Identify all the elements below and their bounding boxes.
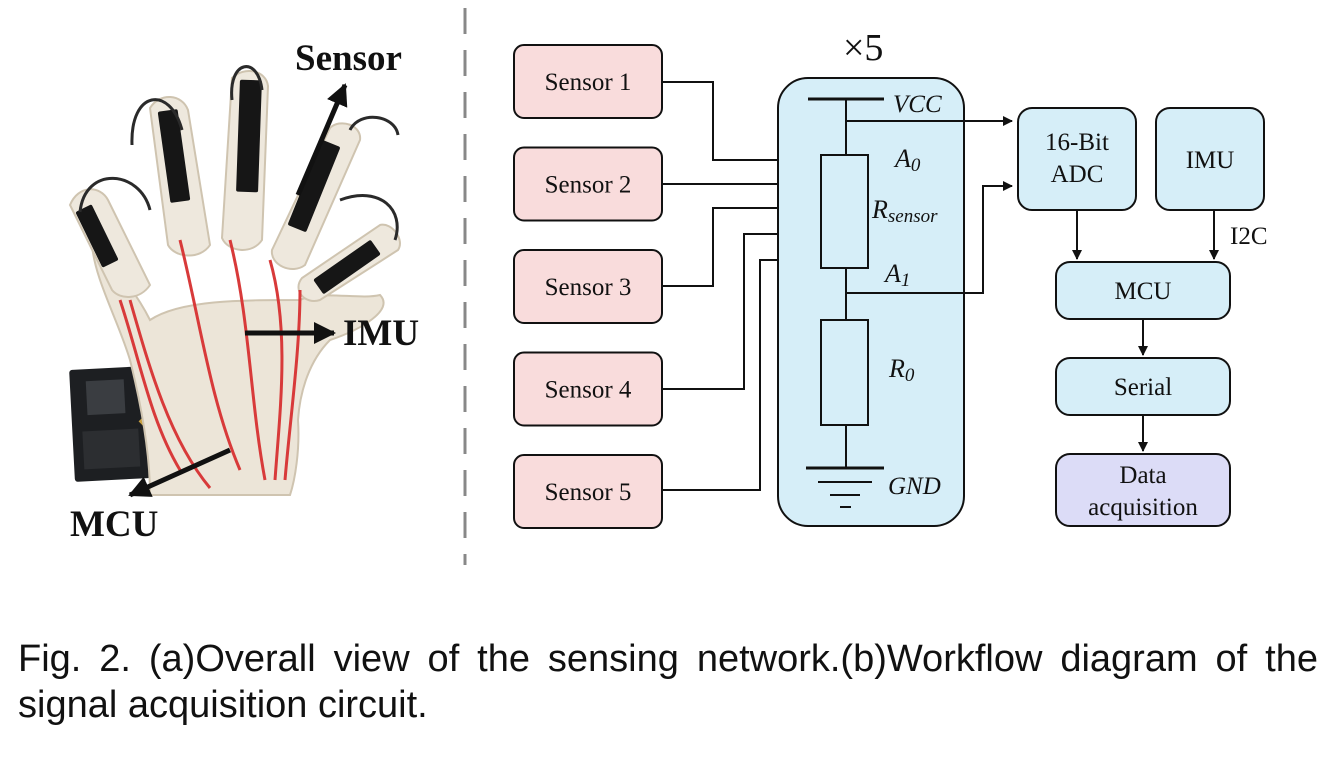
gnd-label: GND bbox=[888, 473, 941, 500]
rsensor-sub: sensor bbox=[888, 206, 938, 227]
a0-label: A0 bbox=[893, 144, 921, 176]
a1-to-adc-line bbox=[846, 181, 1013, 294]
sensor-box-label-4: Sensor 4 bbox=[545, 377, 632, 404]
i2c-label: I2C bbox=[1230, 223, 1268, 250]
serial-block-label: Serial bbox=[1114, 374, 1172, 401]
r0-main: R bbox=[888, 354, 905, 383]
a0-sub: 0 bbox=[911, 155, 921, 176]
data-acquisition-block bbox=[1055, 453, 1231, 527]
data-acquisition-label-line1: Data bbox=[1119, 462, 1166, 489]
sensor-callout-arrow bbox=[295, 83, 348, 196]
imu-block-label: IMU bbox=[1186, 147, 1235, 174]
imu-callout-label: IMU bbox=[343, 313, 419, 354]
imu-block bbox=[1155, 107, 1265, 211]
sensor-box-label-5: Sensor 5 bbox=[545, 479, 632, 506]
adc-block bbox=[1017, 107, 1137, 211]
r0-sub: 0 bbox=[905, 365, 915, 386]
vcc-label: VCC bbox=[893, 91, 942, 118]
a1-label: A1 bbox=[883, 259, 910, 291]
sensor-1-line bbox=[662, 81, 818, 165]
a1-main: A bbox=[883, 259, 901, 288]
figure-caption: Fig. 2. (a)Overall view of the sensing n… bbox=[18, 638, 1318, 726]
r0-label: R0 bbox=[888, 354, 915, 386]
sensor-callout-label: Sensor bbox=[295, 38, 402, 79]
mcu-callout-label: MCU bbox=[70, 504, 158, 545]
r0-resistor bbox=[820, 319, 869, 426]
a0-main: A bbox=[893, 144, 911, 173]
sensor-3-line bbox=[662, 203, 818, 287]
mcu-block-label: MCU bbox=[1115, 278, 1172, 305]
rsensor-label: Rsensor bbox=[871, 195, 938, 227]
adc-label-line2: ADC bbox=[1051, 161, 1104, 188]
sensor-boxes: Sensor 1 Sensor 2 Sensor 3 Sensor 4 Sensor 5 bbox=[513, 44, 663, 529]
circuit-container bbox=[777, 77, 965, 527]
rsensor-main: R bbox=[871, 195, 888, 224]
finger-sensors bbox=[75, 79, 381, 294]
sensor-box-label-1: Sensor 1 bbox=[545, 69, 632, 96]
rsensor-resistor bbox=[820, 154, 869, 269]
sensor-box-label-3: Sensor 3 bbox=[545, 274, 632, 301]
data-acquisition-label-line2: acquisition bbox=[1088, 494, 1198, 521]
mcu-callout-arrow bbox=[128, 447, 232, 498]
red-wires bbox=[118, 239, 302, 489]
adc-label-line1: 16-Bit bbox=[1045, 129, 1109, 156]
sensor-box-5 bbox=[513, 454, 663, 529]
glove-photo bbox=[68, 65, 401, 496]
a1-sub: 1 bbox=[901, 270, 911, 291]
multiplier-label: ×5 bbox=[843, 27, 883, 69]
sensor-wires bbox=[78, 65, 400, 241]
ground-symbol bbox=[806, 466, 884, 508]
sensor-box-label-2: Sensor 2 bbox=[545, 172, 632, 199]
